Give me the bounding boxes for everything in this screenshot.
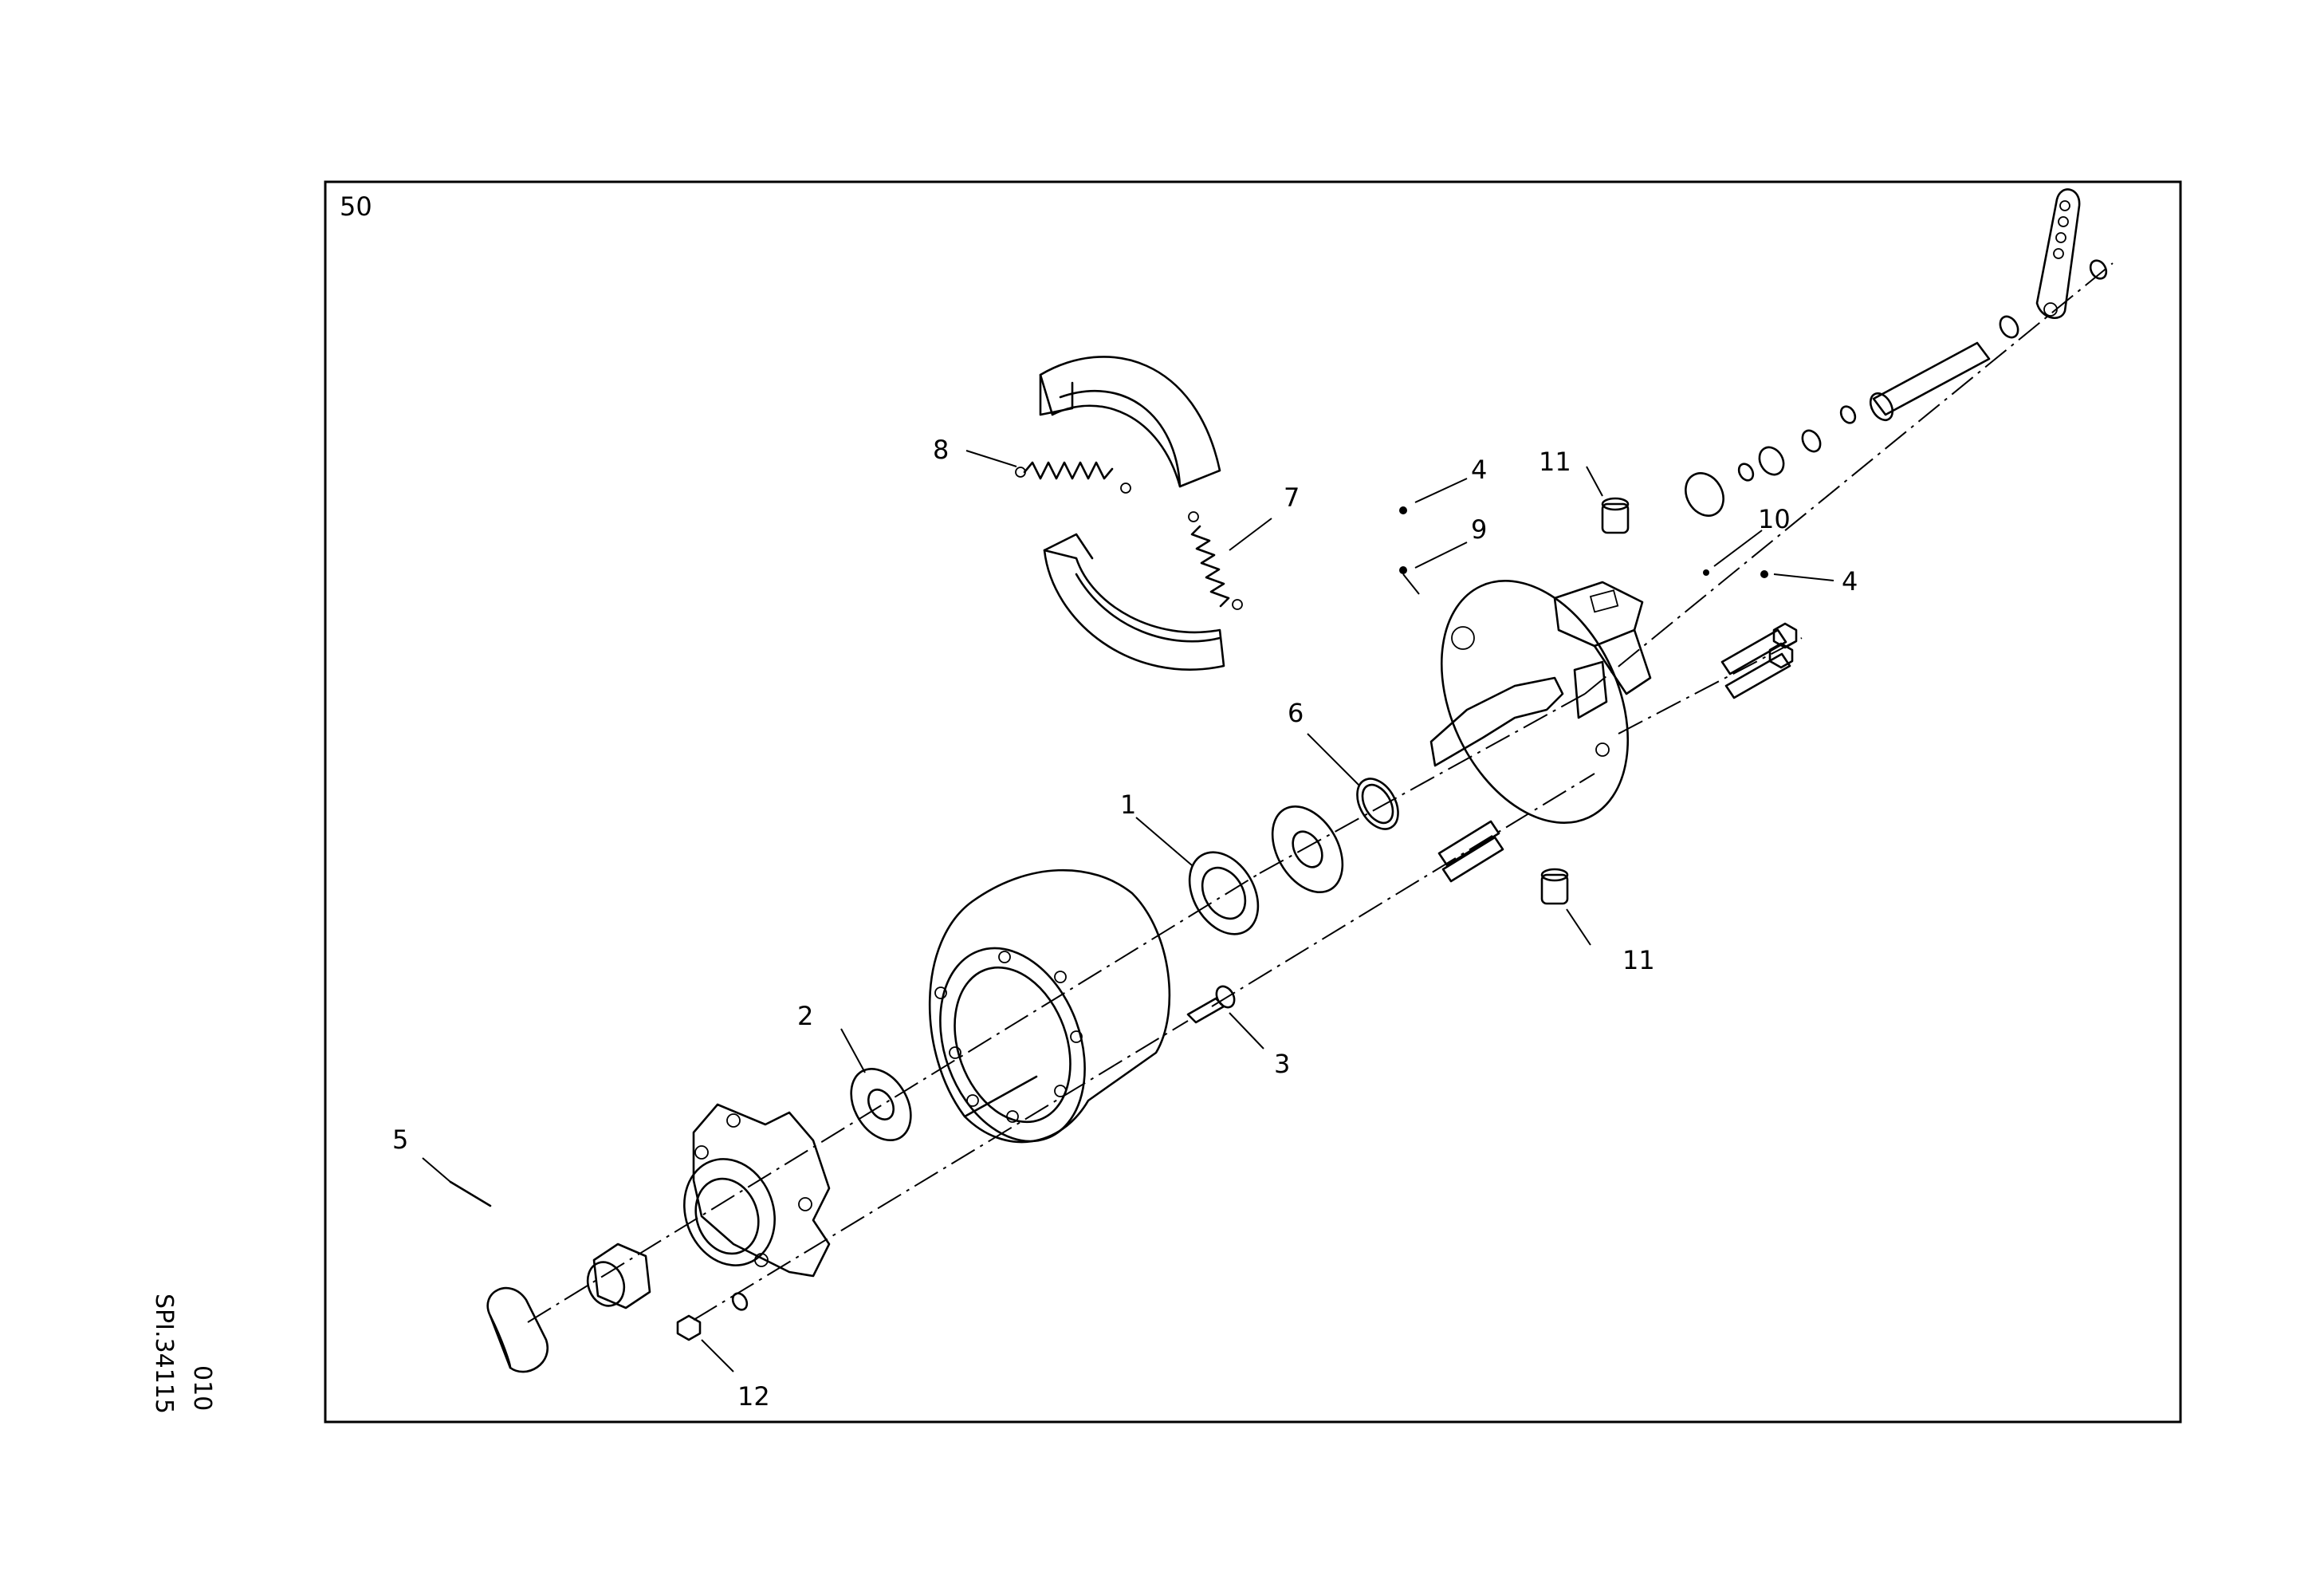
callout-5: 5 — [392, 1124, 408, 1155]
callout-11-upper: 11 — [1539, 447, 1571, 477]
hub-cap — [486, 1286, 549, 1373]
stud-bolt-3 — [1186, 985, 1236, 1024]
small-nuts — [676, 622, 1798, 1341]
slack-adjuster-lever — [2035, 188, 2081, 319]
brake-shoe-upper — [1039, 356, 1221, 488]
wheel-hub — [683, 1103, 831, 1278]
bushing-11-upper — [1601, 497, 1630, 534]
callout-11-lower: 11 — [1622, 945, 1655, 975]
callout-12: 12 — [737, 1381, 770, 1412]
callout-6: 6 — [1288, 698, 1304, 728]
mounting-bracket — [1553, 581, 1652, 695]
callout-3: 3 — [1274, 1049, 1290, 1079]
brake-backplate — [1429, 580, 1630, 824]
svg-text:SPI.34115: SPI.34115 — [150, 1294, 178, 1414]
callout-2: 2 — [797, 1001, 813, 1031]
callout-labels: 8 7 4 9 11 10 4 6 1 2 3 11 5 12 — [392, 435, 1858, 1412]
brake-drum — [928, 868, 1171, 1144]
assembly-axes — [527, 262, 2114, 1323]
small-fixings — [449, 506, 1768, 1207]
camshaft — [1685, 259, 2108, 517]
brake-shoe-lower — [1043, 533, 1225, 671]
callout-4-lower: 4 — [1842, 566, 1858, 597]
bushing-11-lower — [1540, 868, 1569, 905]
callout-1: 1 — [1120, 790, 1136, 820]
leader-lines — [422, 450, 1834, 1372]
callout-7: 7 — [1284, 482, 1300, 513]
seal-ring — [1271, 805, 1344, 894]
bearing-1 — [1188, 851, 1260, 935]
panel-number: 50 — [340, 191, 372, 222]
wheel-studs — [1437, 628, 1791, 883]
svg-text:010: 010 — [188, 1365, 216, 1411]
drawing-reference: SPI.34115 010 — [150, 1294, 216, 1414]
washer-2 — [850, 1067, 912, 1142]
callout-4-upper: 4 — [1471, 455, 1487, 485]
castle-nut — [586, 1243, 651, 1309]
spring-8 — [1015, 461, 1131, 494]
o-ring-6 — [1356, 778, 1399, 830]
spring-7 — [1188, 511, 1243, 610]
drawing-frame — [324, 180, 2182, 1424]
callout-9: 9 — [1471, 514, 1487, 545]
callout-8: 8 — [933, 435, 949, 465]
callout-10: 10 — [1758, 504, 1791, 534]
